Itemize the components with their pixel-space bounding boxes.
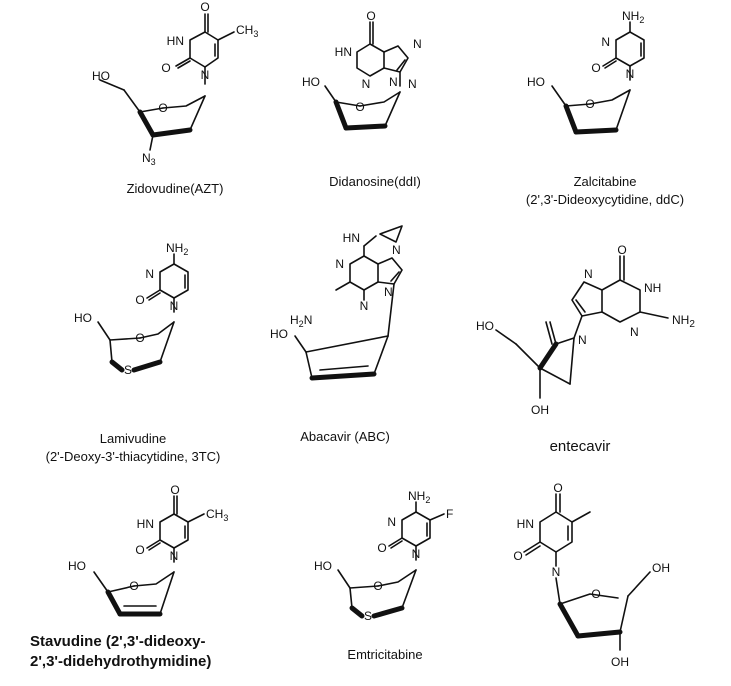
atom-n: N [387, 515, 396, 529]
atom-ho: HO [68, 559, 86, 573]
atom-n: N [630, 325, 639, 339]
atom-nh2: NH2 [408, 489, 430, 505]
atom-n: N [392, 243, 401, 257]
atom-o: O [617, 243, 626, 257]
atom-n: N [145, 267, 154, 281]
atom-f: F [446, 507, 453, 521]
atom-ho: HO [92, 69, 110, 83]
atom-o: O [170, 483, 179, 497]
atom-n: N [601, 35, 610, 49]
structure-zidovudine: O HN CH3 O N O HO N3 [92, 0, 258, 167]
atom-o: O [553, 481, 562, 495]
atom-ch3: CH3 [236, 23, 258, 39]
atom-n: N [389, 75, 398, 89]
atom-n: N [412, 547, 421, 561]
caption-emtricitabine: Emtricitabine [347, 647, 423, 662]
caption-stavudine-name: Stavudine (2',3'-dideoxy- [30, 633, 206, 650]
atom-oh: OH [531, 403, 549, 417]
atom-n: N [584, 267, 593, 281]
atom-n: N [335, 257, 344, 271]
atom-o: O [591, 587, 600, 601]
atom-n: N [362, 77, 371, 91]
atom-nh2: NH2 [166, 241, 188, 257]
structure-emtricitabine: NH2 F N O N O S HO [314, 489, 453, 623]
caption-lamivudine-name: Lamivudine [99, 431, 167, 446]
atom-n: N [408, 77, 417, 91]
atom-n: N [413, 37, 422, 51]
atom-o: O [135, 331, 144, 345]
structure-zalcitabine: NH2 N O N O HO [527, 9, 645, 135]
caption-lamivudine-synonym: (2'-Deoxy-3'-thiacytidine, 3TC) [45, 449, 221, 464]
atom-hn: HN [335, 45, 352, 59]
atom-ho: HO [527, 75, 545, 89]
atom-n: N [360, 299, 369, 313]
structure-lamivudine: NH2 N O N O S HO [74, 241, 189, 377]
atom-ch3: CH3 [206, 507, 228, 523]
atom-o: O [355, 100, 364, 114]
atom-n: N [170, 299, 179, 313]
atom-o: O [135, 543, 144, 557]
atom-s: S [124, 363, 132, 377]
atom-n: N [170, 549, 179, 563]
atom-o: O [366, 9, 375, 23]
structure-entecavir: O NH NH2 N N N HO OH [476, 243, 695, 417]
atom-nh2: NH2 [622, 9, 644, 25]
atom-o: O [591, 61, 600, 75]
atom-nh2: NH2 [672, 313, 695, 330]
caption-zalcitabine-name: Zalcitabine [573, 174, 637, 189]
atom-hn: HN [343, 231, 360, 245]
atom-o: O [377, 541, 386, 555]
atom-ho: HO [476, 319, 494, 333]
atom-o: O [200, 0, 209, 14]
caption-entecavir: entecavir [549, 438, 611, 455]
atom-nh: NH [644, 281, 661, 295]
caption-zidovudine: Zidovudine(AZT) [126, 181, 224, 196]
atom-ho: HO [314, 559, 332, 573]
caption-abacavir: Abacavir (ABC) [300, 429, 390, 444]
atom-hn: HN [517, 517, 534, 531]
atom-ho: HO [74, 311, 92, 325]
structure-stavudine: O HN CH3 O N O HO [68, 483, 228, 617]
atom-n: N [552, 565, 561, 579]
structure-didanosine: O HN N N N N O HO [302, 9, 422, 131]
atom-n: N [201, 68, 210, 82]
atom-n3: N3 [142, 151, 156, 167]
atom-oh: OH [652, 561, 670, 575]
atom-ho: HO [302, 75, 320, 89]
caption-zalcitabine-synonym: (2',3'-Dideoxycytidine, ddC) [525, 192, 685, 207]
atom-ho: HO [270, 327, 288, 341]
atom-hn: HN [167, 34, 184, 48]
atom-o: O [513, 549, 522, 563]
caption-stavudine-synonym: 2',3'-didehydrothymidine) [30, 653, 212, 670]
atom-o: O [135, 293, 144, 307]
structure-abacavir: HN N N N N H2N HO [270, 225, 403, 381]
atom-h2n: H2N [290, 313, 312, 329]
atom-n: N [578, 333, 587, 347]
atom-hn: HN [137, 517, 154, 531]
atom-o: O [158, 101, 167, 115]
atom-o: O [585, 97, 594, 111]
atom-o: O [373, 579, 382, 593]
caption-didanosine: Didanosine(ddI) [329, 174, 421, 189]
atom-s: S [364, 609, 372, 623]
structure-thymidine-analogue: O HN O N O OH OH [513, 481, 670, 669]
atom-n: N [384, 285, 393, 299]
atom-o: O [129, 579, 138, 593]
atom-n: N [626, 67, 635, 81]
atom-o: O [161, 61, 170, 75]
atom-oh: OH [611, 655, 629, 669]
